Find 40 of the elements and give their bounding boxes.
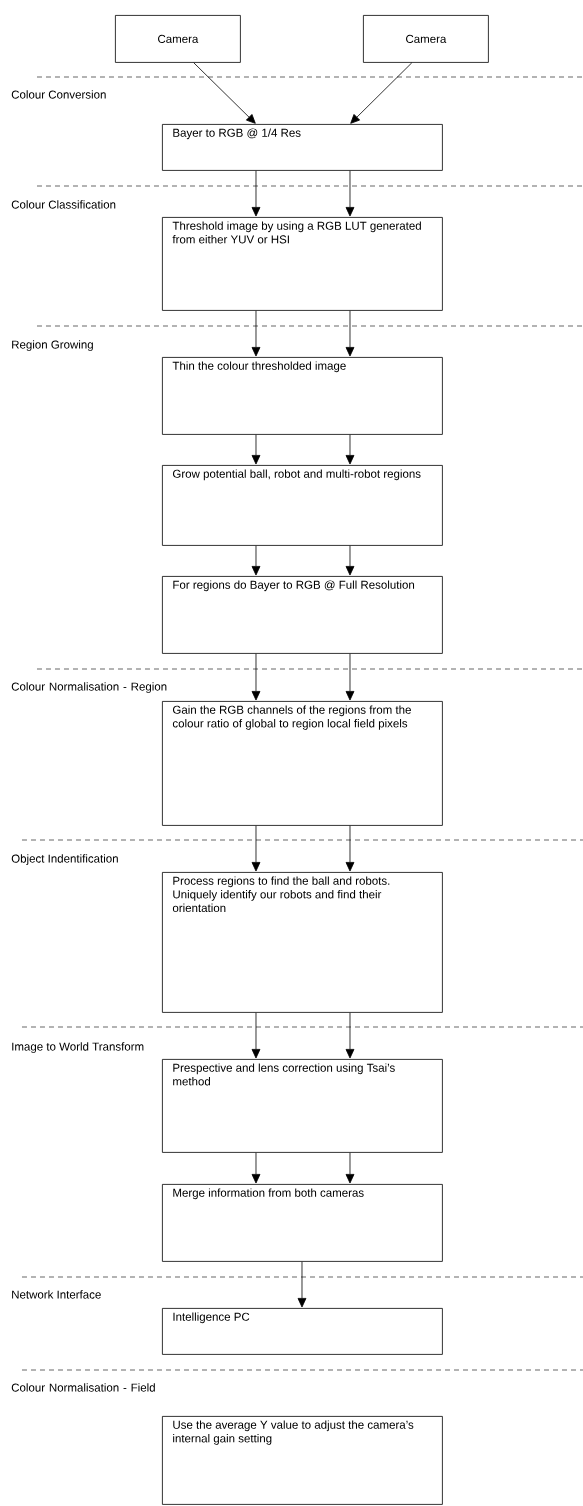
process-box: Intelligence PC	[162, 1308, 443, 1355]
stage-label: Object Indentification	[11, 854, 118, 865]
arrow	[251, 170, 261, 217]
process-box: Merge information from both cameras	[162, 1184, 443, 1262]
stage-label: Colour Normalisation - Region	[11, 682, 167, 693]
process-box: Threshold image by using a RGB LUT generated from either YUV or HSI	[162, 217, 443, 311]
arrow	[193, 62, 256, 124]
process-box: Gain the RGB channels of the regions from the colour ratio of global to region local field pixels	[162, 701, 443, 826]
process-box: Grow potential ball, robot and multi-robot regions	[162, 465, 443, 546]
arrow	[350, 62, 413, 124]
arrow	[345, 1152, 355, 1184]
stage-label: Colour Conversion	[11, 90, 106, 99]
stage-label: Image to World Transform	[12, 1042, 144, 1053]
arrow	[251, 434, 261, 465]
process-box: For regions do Bayer to RGB @ Full Resolution	[162, 576, 443, 654]
arrow	[251, 1012, 261, 1059]
process-box: Camera	[363, 15, 489, 63]
stage-label: Colour Classification	[11, 200, 116, 209]
arrow	[251, 310, 261, 357]
process-box: Use the average Y value to adjust the camera’s internal gain setting	[162, 1416, 443, 1505]
arrow	[345, 545, 355, 576]
arrow	[251, 653, 261, 701]
arrow	[345, 434, 355, 465]
stage-label: Colour Normalisation - Field	[11, 1383, 155, 1392]
stage-label: Network Interface	[12, 1290, 101, 1299]
process-box: Process regions to find the ball and robots. Uniquely identify our robots and find their orientation	[162, 872, 443, 1013]
arrow	[345, 310, 355, 357]
arrow	[345, 1012, 355, 1059]
arrow	[251, 545, 261, 576]
arrow	[345, 170, 355, 217]
arrow	[345, 653, 355, 701]
stage-label: Region Growing	[12, 340, 93, 351]
process-box: Thin the colour thresholded image	[162, 357, 443, 435]
arrow	[297, 1261, 307, 1308]
process-box: Prespective and lens correction using Tsai’s method	[162, 1059, 443, 1153]
process-box: Bayer to RGB @ 1/4 Res	[162, 124, 443, 171]
process-box: Camera	[115, 15, 241, 63]
arrow	[251, 1152, 261, 1184]
arrow	[345, 825, 355, 872]
arrow	[251, 825, 261, 872]
